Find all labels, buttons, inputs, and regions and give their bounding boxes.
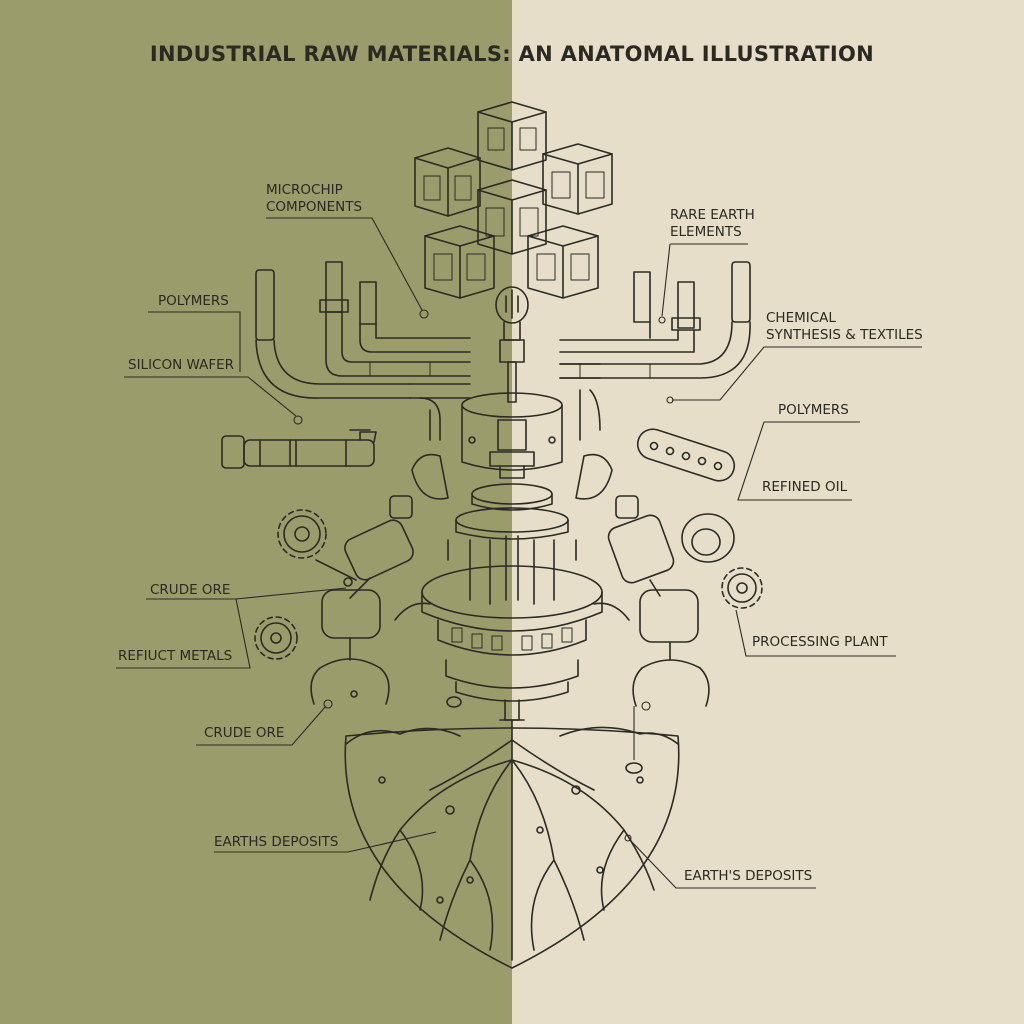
left-panel-background <box>0 0 512 1024</box>
label-earths-deposits-right: EARTH'S DEPOSITS <box>684 868 813 884</box>
label-polymers-left: POLYMERS <box>158 293 229 309</box>
label-line: RARE EARTH <box>670 207 755 223</box>
label-crude-ore-bottom: CRUDE ORE <box>204 725 285 741</box>
label-rare-earth-elements: RARE EARTH ELEMENTS <box>670 207 755 241</box>
gear-icons <box>254 509 763 660</box>
label-refined-oil: REFINED OIL <box>762 479 848 495</box>
bowl-shapes <box>411 453 613 500</box>
label-crude-ore-top: CRUDE ORE <box>150 582 231 598</box>
label-microchip-components: MICROCHIP COMPONENTS <box>266 182 362 216</box>
ring-icon <box>681 513 735 563</box>
label-silicon-wafer: SILICON WAFER <box>128 357 235 373</box>
label-line: SYNTHESIS & TEXTILES <box>766 327 923 343</box>
label-polymers-right: POLYMERS <box>778 402 849 418</box>
right-panel-background <box>512 0 1024 1024</box>
microchip-cubes <box>414 101 613 299</box>
bulb-icon <box>495 286 529 363</box>
left-robot-arm <box>310 495 414 705</box>
label-line: MICROCHIP <box>266 182 343 198</box>
label-processing-plant: PROCESSING PLANT <box>752 634 888 650</box>
gear-ring <box>394 565 630 721</box>
pipe-network <box>255 261 751 441</box>
conveyor-belt <box>636 428 736 482</box>
leader-lines <box>116 217 922 889</box>
label-chemical-synthesis: CHEMICAL SYNTHESIS & TEXTILES <box>766 310 923 344</box>
label-earths-deposits-left: EARTHS DEPOSITS <box>214 834 339 850</box>
label-line: ELEMENTS <box>670 224 742 240</box>
label-line: COMPONENTS <box>266 199 363 215</box>
right-robot-arm <box>607 495 710 707</box>
label-line: CHEMICAL <box>766 310 836 326</box>
earth-deposits-hemisphere <box>344 690 680 969</box>
page-title: INDUSTRIAL RAW MATERIALS: AN ANATOMAL IL… <box>149 42 875 66</box>
test-tube-cylinder <box>221 429 377 469</box>
label-refiuct-metals: REFIUCT METALS <box>118 648 233 664</box>
central-hub <box>447 392 577 605</box>
